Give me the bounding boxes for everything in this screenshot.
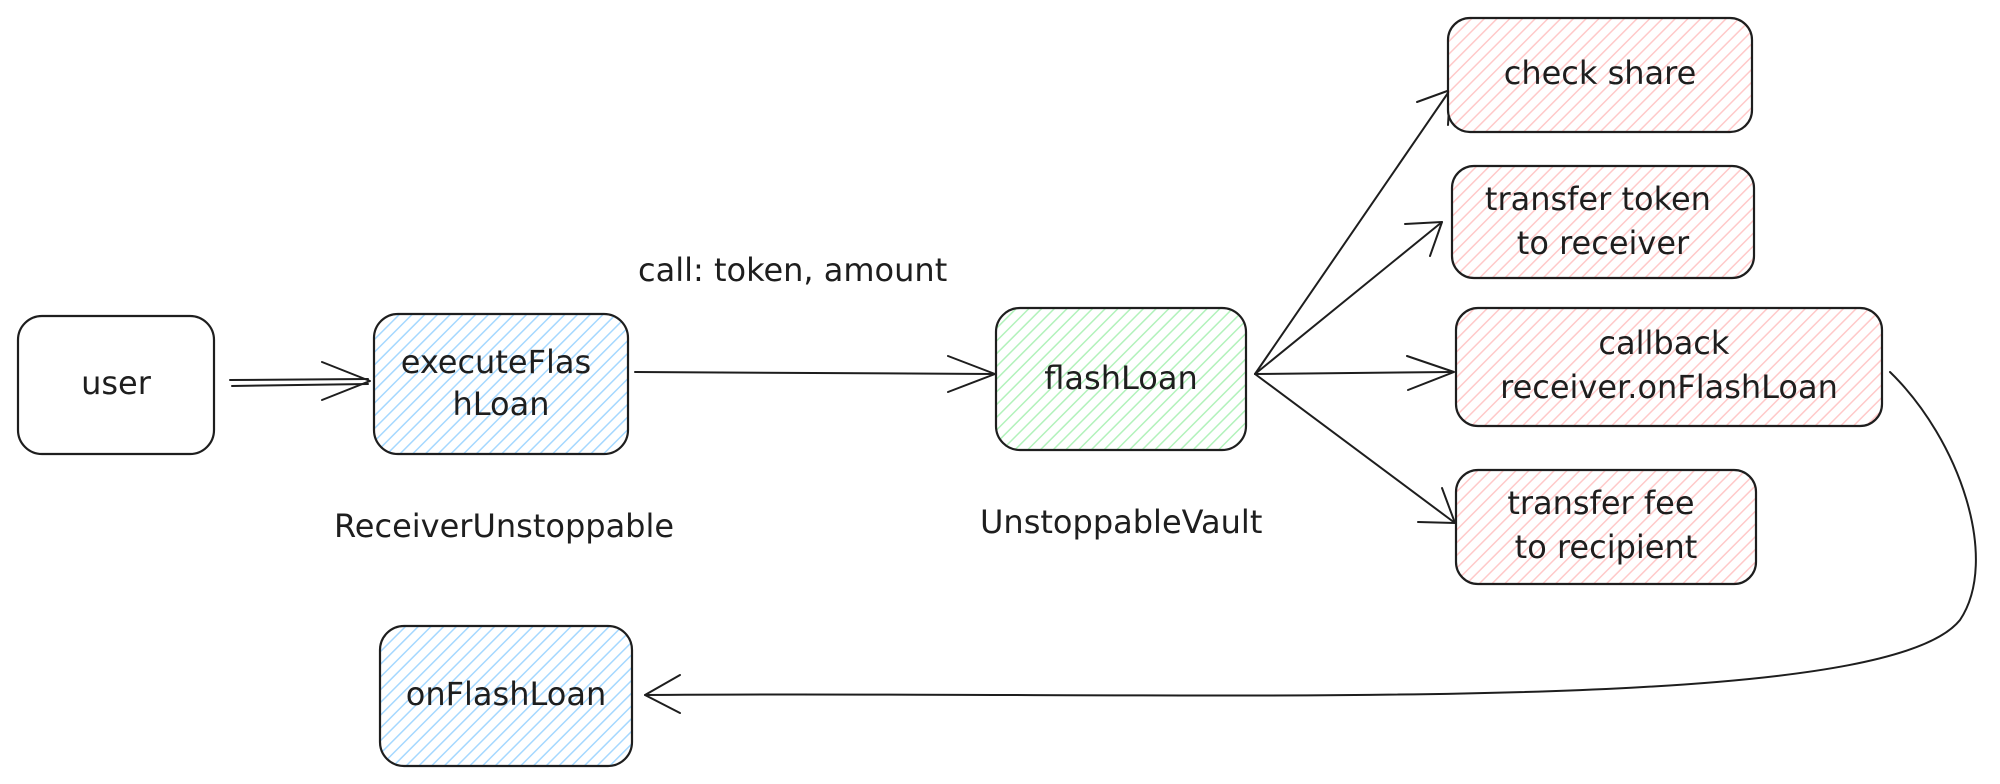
edge-flash-loan-to-transfer-fee [1254,373,1456,524]
node-callback-line-2: receiver.onFlashLoan [1500,368,1838,406]
edge-callback-to-on-flash-loan [644,371,1977,714]
node-on-flash-loan[interactable]: onFlashLoan [378,624,634,768]
svg-text:transfer fee to recipien: transfer fee to recipient [1507,484,1704,566]
svg-text:onFlashLoan: onFlashLoan [406,675,606,713]
node-transfer-fee-line-1: transfer fee [1507,484,1694,522]
node-execute-flash-loan[interactable]: executeFlas hLoan [372,312,630,456]
svg-text:flashLoan: flashLoan [1044,359,1197,397]
node-flash-loan[interactable]: flashLoan [994,306,1248,452]
node-transfer-token-line-1: transfer token [1485,180,1711,218]
node-check-share[interactable]: check share [1446,16,1754,134]
svg-text:check share: check share [1504,54,1697,92]
node-callback-line-1: callback [1598,324,1730,362]
edge-execute-to-flash-loan [634,355,996,393]
receiver-contract-label: ReceiverUnstoppable [334,507,674,545]
node-transfer-fee[interactable]: transfer fee to recipient [1454,468,1758,586]
node-check-share-label: check share [1504,54,1697,92]
edge-flash-loan-to-transfer-token [1254,221,1443,375]
node-user-label: user [81,364,152,402]
node-on-flash-loan-label: onFlashLoan [406,675,606,713]
svg-text:user: user [81,364,152,402]
node-execute-flash-loan-line-1: executeFlas [401,343,591,381]
node-flash-loan-label: flashLoan [1044,359,1197,397]
node-transfer-token[interactable]: transfer token to receiver [1450,164,1756,280]
edge-flash-loan-to-callback [1254,355,1455,391]
edge-user-to-execute-flash-loan [229,361,371,401]
node-user[interactable]: user [16,314,216,456]
svg-text:callback receiver.onFlas: callback receiver.onFlashLoan [1500,324,1838,406]
node-transfer-fee-line-2: to recipient [1515,528,1698,566]
svg-text:executeFlas hLoan: executeFlas hLoan [401,343,602,423]
vault-contract-label: UnstoppableVault [980,503,1262,541]
node-callback[interactable]: callback receiver.onFlashLoan [1454,306,1884,428]
edge-label-call-args: call: token, amount [638,251,947,289]
node-transfer-token-line-2: to receiver [1517,224,1690,262]
svg-text:transfer token to receiv: transfer token to receiver [1485,180,1721,262]
node-execute-flash-loan-line-2: hLoan [452,385,549,423]
edge-flash-loan-to-check-share [1254,89,1451,375]
